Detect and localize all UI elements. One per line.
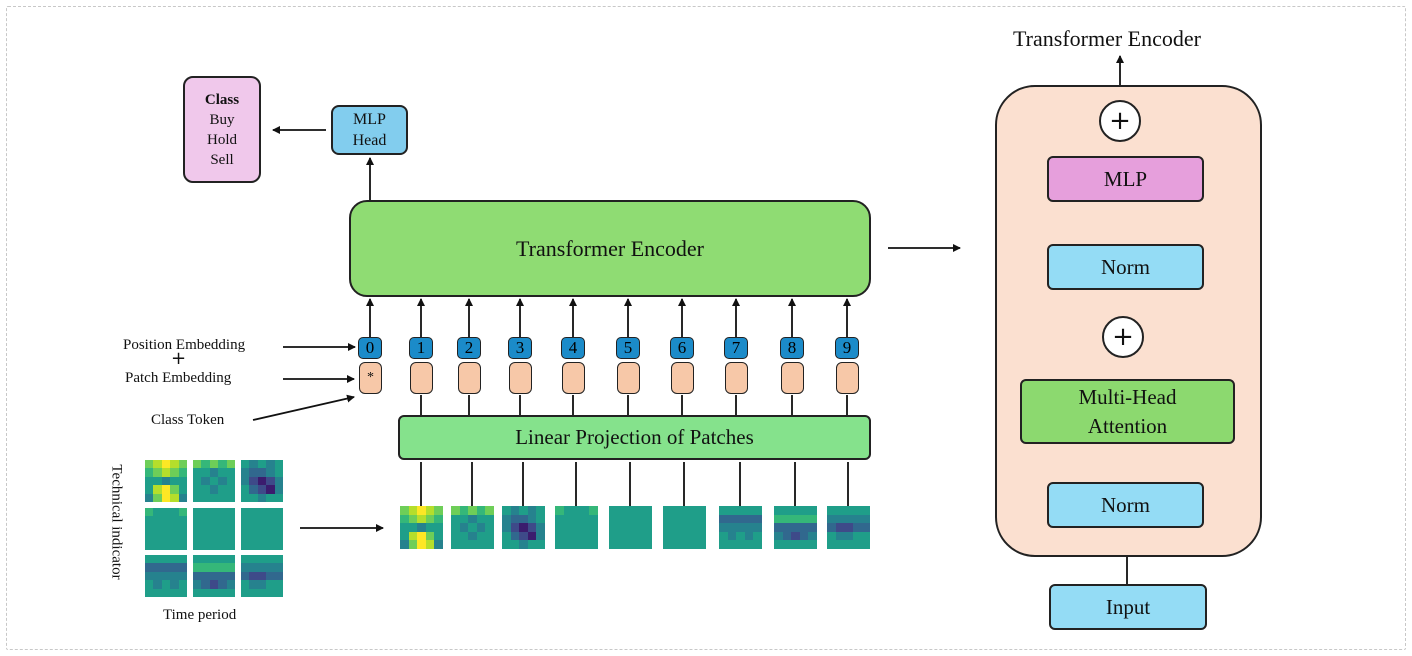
indicator-tile-6 [241,508,283,550]
position-index-6: 6 [670,337,694,359]
mha-line2: Attention [1087,413,1168,438]
patch-image-1 [400,506,443,549]
position-index-0: 0 [358,337,382,359]
indicator-tile-2 [193,460,235,502]
position-index-3: 3 [508,337,532,359]
arrow-class-token [252,394,355,421]
patch-token-8 [781,362,804,394]
indicator-tile-1 [145,460,187,502]
position-index-2: 2 [457,337,481,359]
class-hold: Hold [207,131,237,148]
class-sell: Sell [210,151,234,168]
patch-token-2 [458,362,481,394]
mlp-block: MLP [1047,156,1204,202]
position-index-4: 4 [561,337,585,359]
patch-image-3 [502,506,545,549]
patch-image-9 [827,506,870,549]
patch-image-8 [774,506,817,549]
multi-head-attention-block: Multi-Head Attention [1020,379,1235,444]
technical-indicator-label: Technical indicator [108,464,125,580]
add-circle-top: + [1099,100,1141,142]
indicator-tile-3 [241,460,283,502]
patch-token-9 [836,362,859,394]
norm-block-bottom: Norm [1047,482,1204,528]
indicator-tile-5 [193,508,235,550]
position-index-1: 1 [409,337,433,359]
class-token: * [359,362,382,394]
position-index-9: 9 [835,337,859,359]
patch-image-6 [663,506,706,549]
mlp-head-box: MLP Head [331,105,408,155]
patch-token-3 [509,362,532,394]
patch-embedding-label: Patch Embedding [125,370,232,386]
class-token-label: Class Token [151,412,225,428]
patch-image-7 [719,506,762,549]
time-period-label: Time period [163,607,237,623]
patch-token-7 [725,362,748,394]
position-index-7: 7 [724,337,748,359]
input-block: Input [1049,584,1207,630]
class-title: Class [204,91,240,108]
add-circle-bottom: + [1102,316,1144,358]
indicator-tile-7 [145,555,187,597]
indicator-tile-4 [145,508,187,550]
norm-block-top: Norm [1047,244,1204,290]
mha-line1: Multi-Head [1078,384,1177,409]
patch-token-4 [562,362,585,394]
patch-image-4 [555,506,598,549]
patch-token-6 [671,362,694,394]
plus-symbol: + [171,348,187,369]
dashed-border [6,6,1406,650]
encoder-detail-title: Transformer Encoder [1013,26,1201,51]
transformer-encoder-box: Transformer Encoder [349,200,871,297]
position-embedding-label: Position Embedding [123,337,246,353]
indicator-tile-9 [241,555,283,597]
patch-image-5 [609,506,652,549]
mlp-head-line1: MLP [353,111,386,128]
linear-projection-box: Linear Projection of Patches [398,415,871,460]
indicator-tile-8 [193,555,235,597]
position-index-8: 8 [780,337,804,359]
mlp-head-line2: Head [352,132,387,149]
class-output-box: Class Buy Hold Sell [183,76,261,183]
patch-image-2 [451,506,494,549]
patch-token-1 [410,362,433,394]
position-index-5: 5 [616,337,640,359]
patch-token-5 [617,362,640,394]
class-buy: Buy [209,111,235,128]
